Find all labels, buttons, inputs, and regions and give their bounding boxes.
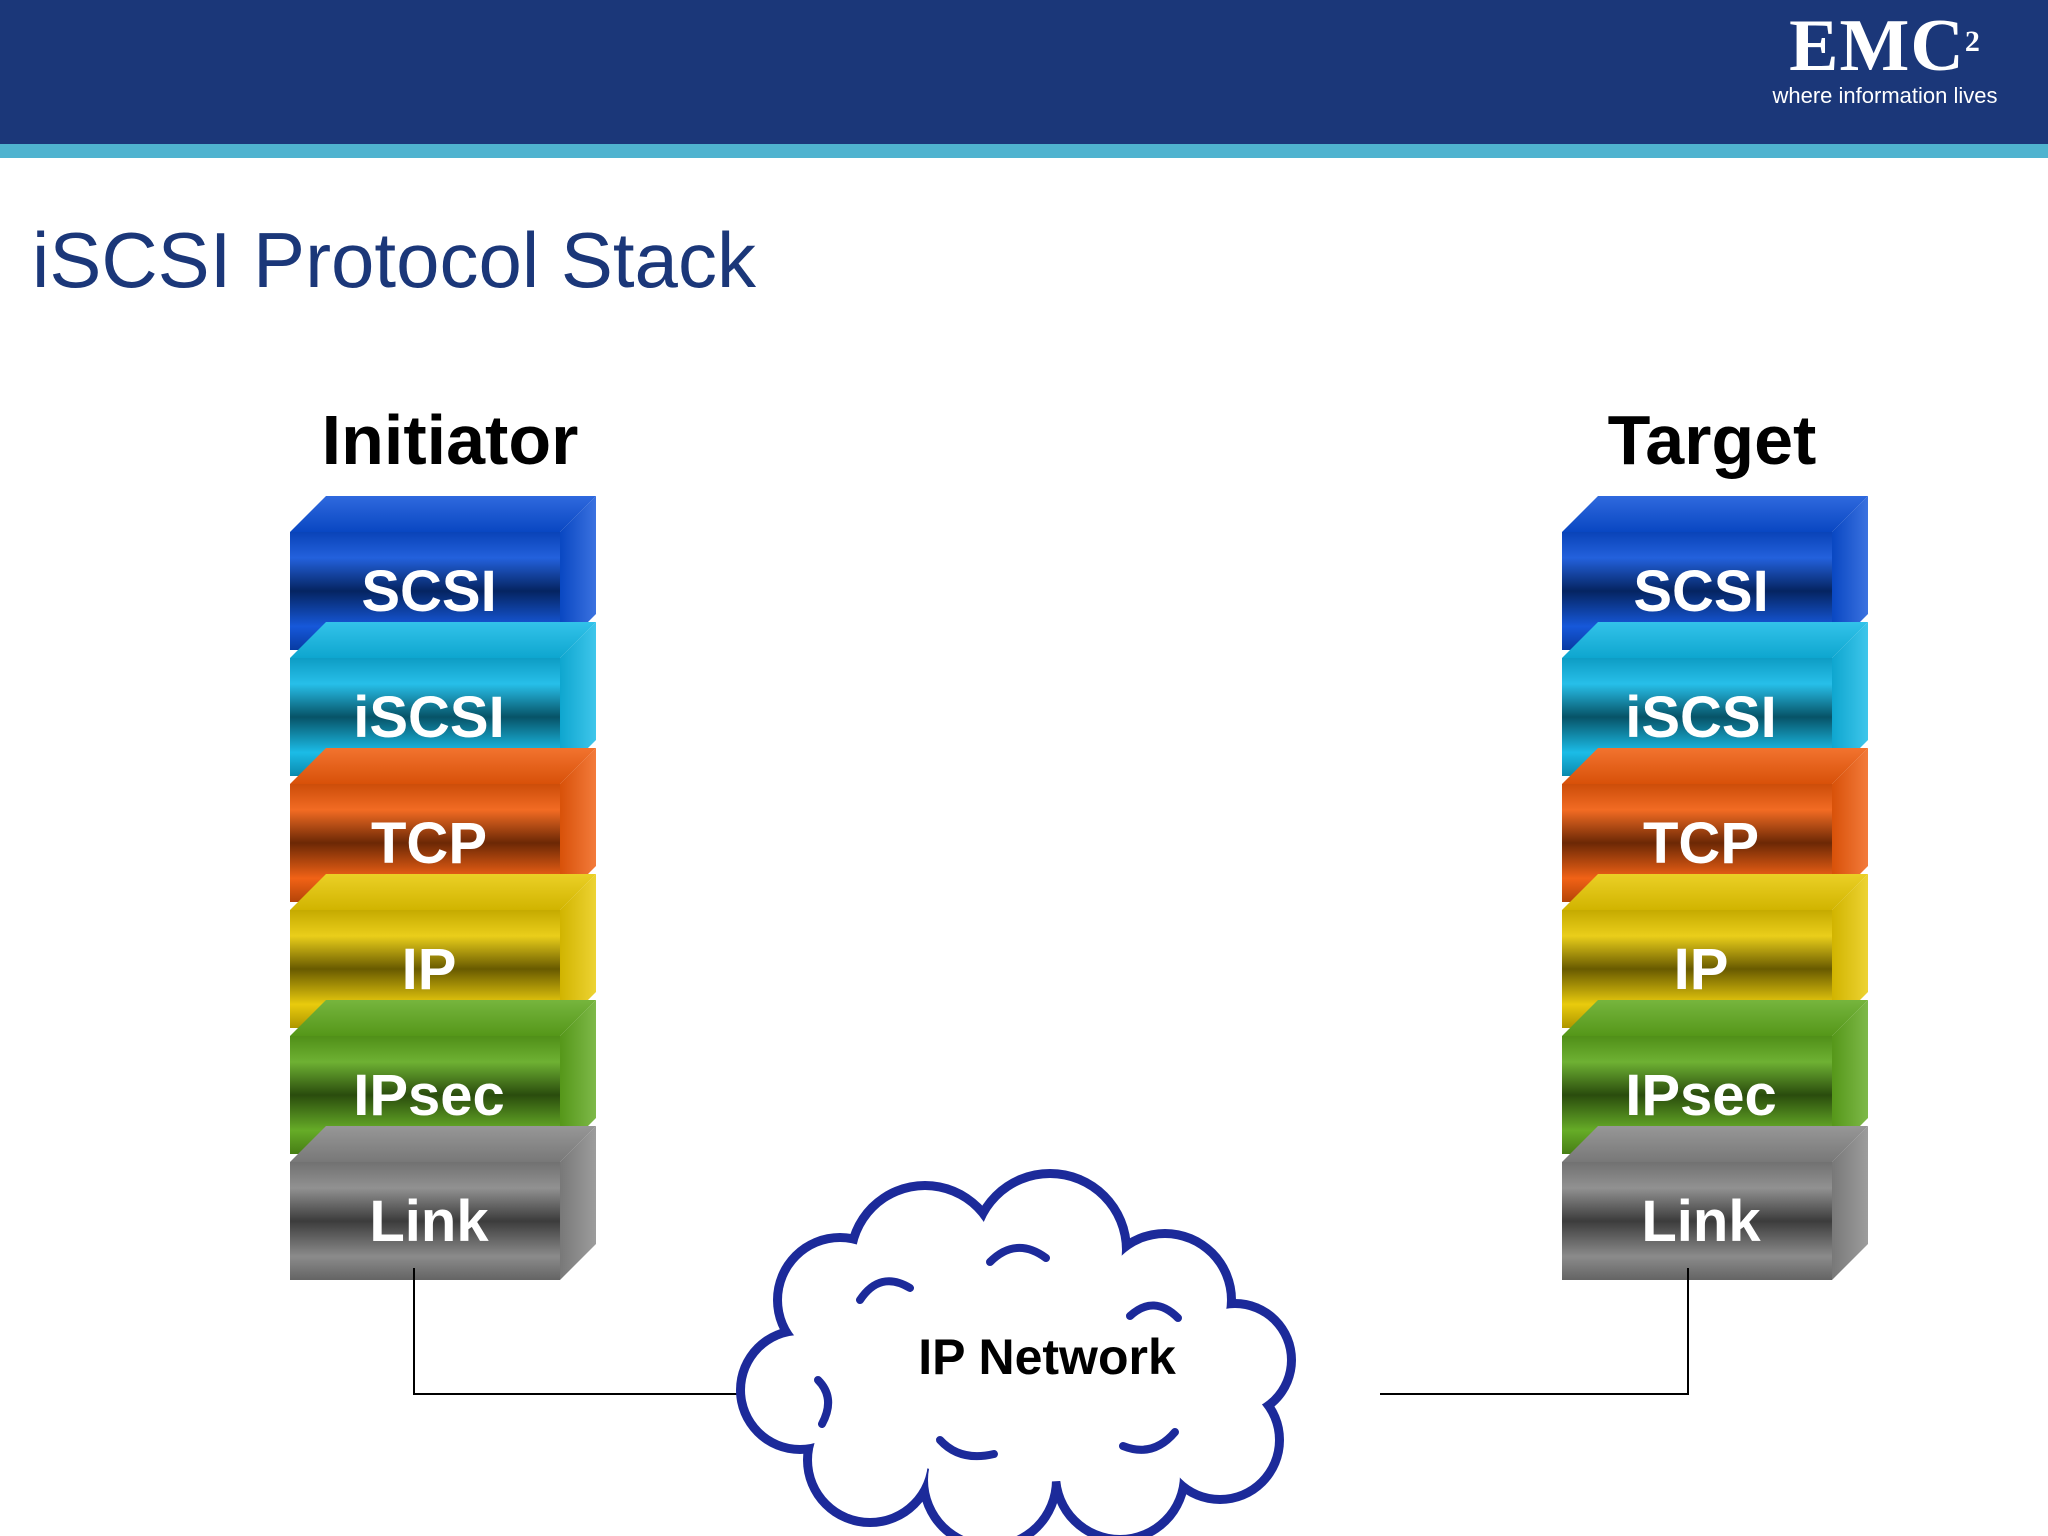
layer-label: iSCSI bbox=[1625, 685, 1777, 750]
layer-label: Link bbox=[1641, 1189, 1761, 1254]
ip-network-cloud: IP Network bbox=[736, 1169, 1296, 1536]
target-title: Target bbox=[1607, 401, 1817, 479]
initiator-link-wire bbox=[413, 1268, 778, 1395]
layer-label: IP bbox=[402, 937, 457, 1002]
header-stripe bbox=[0, 144, 2048, 158]
logo-wordmark: EMC2 bbox=[1789, 5, 1981, 87]
layer-label: SCSI bbox=[1633, 559, 1768, 624]
layer-label: Link bbox=[369, 1189, 489, 1254]
ip-network-label: IP Network bbox=[918, 1329, 1176, 1385]
layer-label: SCSI bbox=[361, 559, 496, 624]
header-bar bbox=[0, 0, 2048, 144]
layer-label: IPsec bbox=[1625, 1063, 1777, 1128]
target-layer-link: Link bbox=[1562, 1126, 1868, 1280]
layer-label: TCP bbox=[1643, 811, 1759, 876]
layer-label: IPsec bbox=[353, 1063, 505, 1128]
initiator-title: Initiator bbox=[321, 401, 579, 479]
layer-label: TCP bbox=[371, 811, 487, 876]
emc-logo: EMC2 where information lives bbox=[1760, 6, 2010, 116]
layer-label: IP bbox=[1674, 937, 1729, 1002]
logo-tagline: where information lives bbox=[1772, 83, 1998, 108]
initiator-layer-link: Link bbox=[290, 1126, 596, 1280]
target-link-wire bbox=[1380, 1268, 1689, 1395]
layer-label: iSCSI bbox=[353, 685, 505, 750]
slide-title: iSCSI Protocol Stack bbox=[32, 216, 756, 304]
